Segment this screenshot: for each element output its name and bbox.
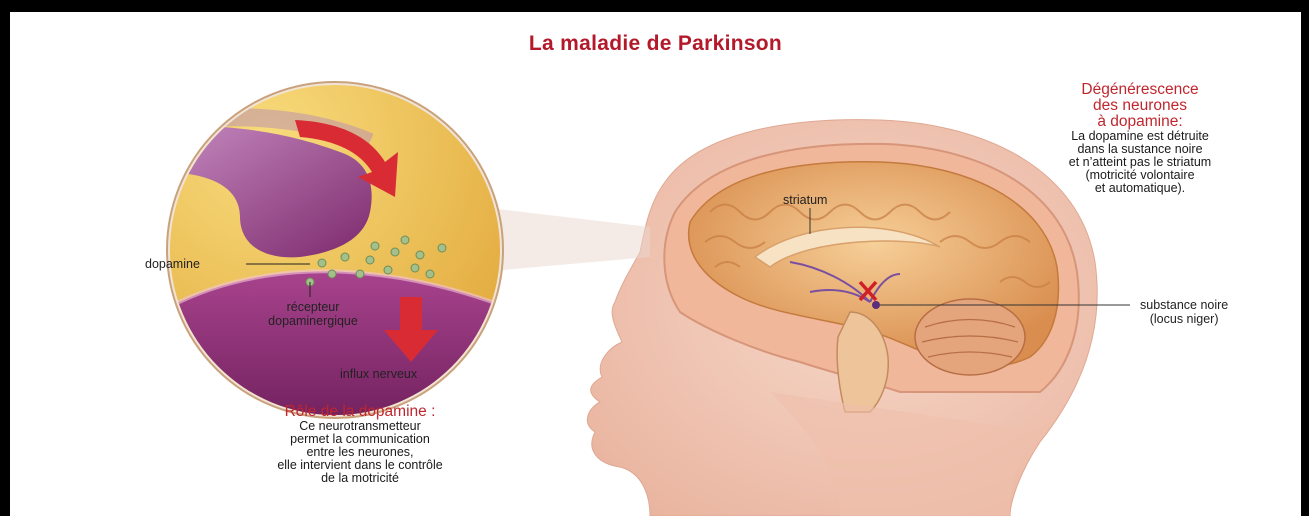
label-substance-line1: substance noire [1140, 298, 1228, 312]
degeneration-heading-2: des neurones [1020, 98, 1260, 114]
label-striatum: striatum [783, 193, 827, 207]
diagram-frame: La maladie de Parkinson [10, 12, 1301, 516]
zoom-connector [480, 207, 650, 272]
degeneration-heading-1: Dégénérescence [1020, 82, 1260, 98]
label-nerve-impulse: influx nerveux [340, 367, 417, 381]
label-substance-line2: (locus niger) [1140, 312, 1228, 326]
degeneration-block: Dégénérescence des neurones à dopamine: … [1020, 82, 1260, 195]
label-receptor: récepteur dopaminergique [268, 300, 358, 328]
label-substance-noire: substance noire (locus niger) [1140, 298, 1228, 326]
role-line-5: de la motricité [215, 472, 505, 485]
substantia-nigra-dot [872, 301, 880, 309]
role-block: Rôle de la dopamine : Ce neurotransmette… [215, 404, 505, 485]
label-dopamine: dopamine [145, 257, 200, 271]
cerebellum [915, 299, 1025, 375]
label-receptor-line2: dopaminergique [268, 314, 358, 328]
degeneration-heading-3: à dopamine: [1020, 114, 1260, 130]
degeneration-line-5: et automatique). [1020, 182, 1260, 195]
role-heading: Rôle de la dopamine : [215, 404, 505, 420]
label-receptor-line1: récepteur [268, 300, 358, 314]
